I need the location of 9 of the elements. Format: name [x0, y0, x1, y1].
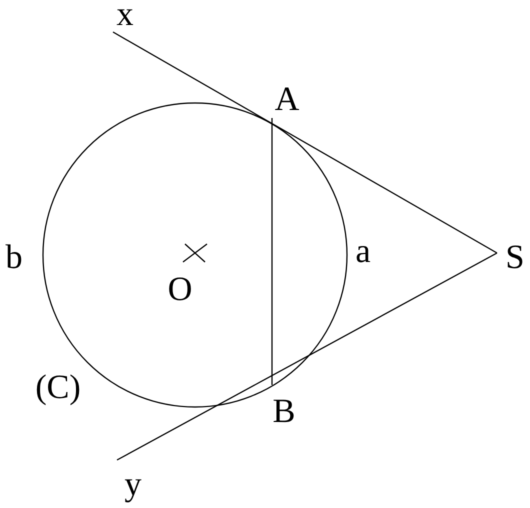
arc-label: a — [355, 235, 371, 269]
point-label: B — [272, 395, 296, 429]
line-label: x — [116, 0, 134, 32]
point-label: A — [274, 83, 300, 117]
center-label: O — [168, 273, 192, 307]
arc-label: b — [6, 241, 22, 275]
line-label: y — [124, 468, 142, 502]
circle-label: (C) — [35, 371, 81, 405]
point-label: S — [506, 241, 524, 275]
